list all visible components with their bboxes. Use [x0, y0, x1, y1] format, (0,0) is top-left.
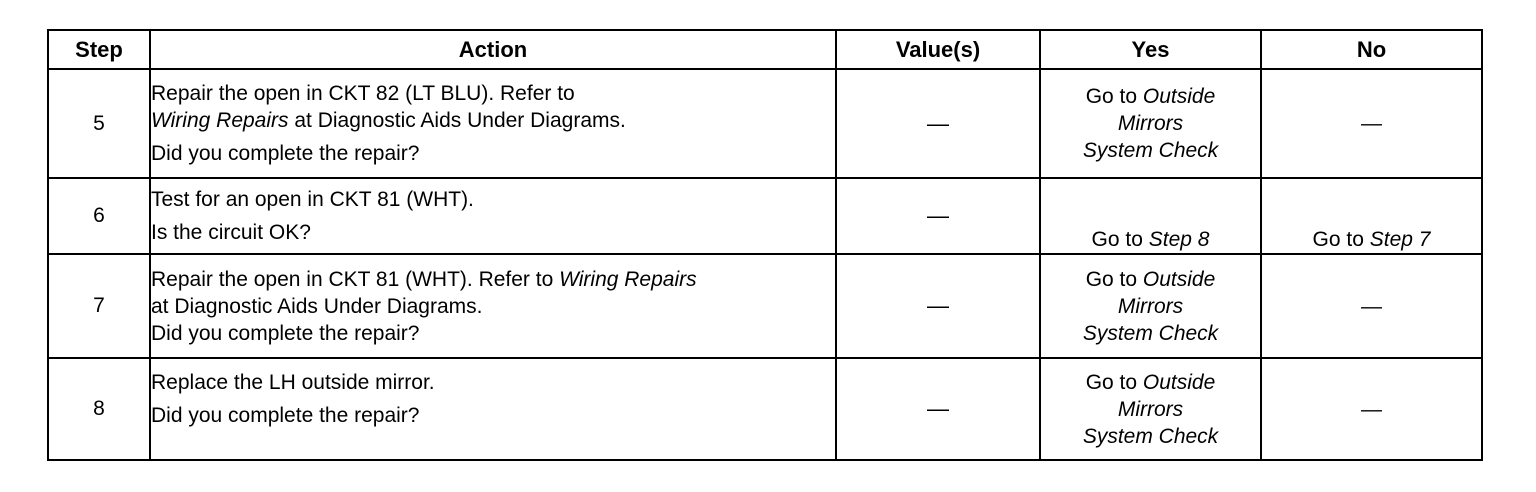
header-no: No [1260, 29, 1483, 70]
no-cell: — [1260, 68, 1483, 179]
goto-target: System Check [1082, 321, 1219, 345]
yes-cell: Go to Outside Mirrors System Check [1039, 357, 1262, 461]
goto-text: Go to [1085, 85, 1143, 108]
goto-target: Step 7 [1369, 228, 1431, 251]
header-yes: Yes [1039, 29, 1262, 70]
step-number: 7 [47, 253, 151, 359]
value-cell: — [835, 253, 1041, 359]
action-question: Did you complete the repair? [151, 321, 420, 345]
action-italic-ref: Wiring Repairs [559, 267, 697, 291]
yes-cell: Go to Outside Mirrors System Check [1039, 253, 1262, 359]
header-row: Step Action Value(s) Yes No [47, 29, 1483, 70]
goto-text: Go to [1085, 370, 1143, 394]
goto-target: Mirrors [1117, 397, 1184, 421]
action-line: Replace the LH outside mirror. [151, 371, 435, 394]
action-cell: Replace the LH outside mirror. Did you c… [149, 357, 837, 461]
action-italic-ref: Wiring Repairs [151, 109, 289, 132]
action-text: Repair the open in CKT 81 (WHT). Refer t… [151, 267, 560, 291]
step-number: 5 [47, 68, 151, 179]
no-cell: — [1260, 357, 1483, 461]
goto-target: Outside [1142, 85, 1216, 108]
table-row: 7 Repair the open in CKT 81 (WHT). Refer… [47, 253, 1483, 359]
action-line: at Diagnostic Aids Under Diagrams. [151, 294, 483, 318]
action-cell: Repair the open in CKT 82 (LT BLU). Refe… [149, 68, 837, 179]
goto-target: Mirrors [1117, 294, 1184, 318]
goto-target: Outside [1142, 267, 1216, 291]
yes-cell: Go to Step 8 [1039, 177, 1262, 255]
goto-target: Outside [1142, 370, 1216, 394]
table-row: 8 Replace the LH outside mirror. Did you… [47, 357, 1483, 461]
step-number: 6 [47, 177, 151, 255]
goto-target: Step 8 [1148, 228, 1210, 251]
header-step: Step [47, 29, 151, 70]
value-cell: — [835, 357, 1041, 461]
yes-line: Go to Outside [1041, 266, 1260, 293]
goto-target: System Check [1082, 424, 1219, 448]
goto-target: System Check [1082, 139, 1219, 162]
action-line: Repair the open in CKT 81 (WHT). Refer t… [151, 266, 835, 293]
action-line: Repair the open in CKT 82 (LT BLU). Refe… [151, 82, 575, 105]
no-cell: — [1260, 253, 1483, 359]
table-row: 5 Repair the open in CKT 82 (LT BLU). Re… [47, 68, 1483, 179]
action-cell: Repair the open in CKT 81 (WHT). Refer t… [149, 253, 837, 359]
value-cell: — [835, 177, 1041, 255]
action-line: Wiring Repairs at Diagnostic Aids Under … [151, 107, 835, 134]
goto-target: Mirrors [1117, 112, 1184, 135]
yes-cell: Go to Outside Mirrors System Check [1039, 68, 1262, 179]
action-question: Did you complete the repair? [151, 404, 420, 427]
header-action: Action [149, 29, 837, 70]
diagnostic-table: Step Action Value(s) Yes No 5 Repair the… [47, 29, 1483, 461]
value-cell: — [835, 68, 1041, 179]
table-row: 6 Test for an open in CKT 81 (WHT). Is t… [47, 177, 1483, 255]
action-cell: Test for an open in CKT 81 (WHT). Is the… [149, 177, 837, 255]
header-values: Value(s) [835, 29, 1041, 70]
goto-text: Go to [1085, 267, 1143, 291]
yes-line: Go to Outside [1041, 369, 1260, 396]
goto-text: Go to [1091, 228, 1149, 251]
action-line: Test for an open in CKT 81 (WHT). [151, 188, 474, 211]
action-text: at Diagnostic Aids Under Diagrams. [288, 109, 626, 132]
step-number: 8 [47, 357, 151, 461]
goto-text: Go to [1312, 228, 1370, 251]
no-cell: Go to Step 7 [1260, 177, 1483, 255]
action-question: Did you complete the repair? [151, 142, 420, 165]
action-question: Is the circuit OK? [151, 221, 311, 244]
yes-line: Go to Outside [1041, 83, 1260, 110]
